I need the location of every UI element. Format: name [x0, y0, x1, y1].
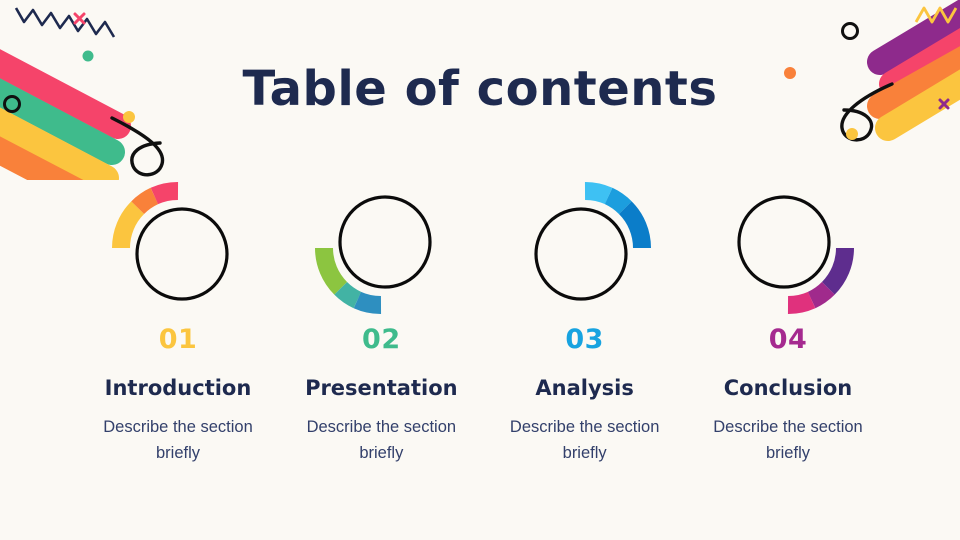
arc-seg-2: [807, 281, 835, 309]
toc-description-04: Describe the section briefly: [713, 418, 863, 463]
toc-item-04[interactable]: 04 Conclusion Describe the section brief…: [688, 178, 888, 467]
toc-description-02: Describe the section briefly: [306, 418, 457, 463]
arc-seg-3: [150, 182, 179, 205]
arc-seg-3: [787, 291, 816, 314]
arc-seg-2: [334, 281, 362, 309]
bar-orange: [0, 136, 84, 180]
arc-segments-04: [787, 247, 854, 314]
arc-seg-2: [604, 187, 632, 215]
arc-seg-1: [112, 201, 145, 249]
arc-seg-3: [618, 201, 651, 249]
zigzag-line: [14, 7, 116, 38]
toc-number-02: 02: [362, 324, 401, 355]
dot-yellow: [846, 128, 858, 140]
bar-purple: [867, 0, 960, 75]
toc-number-03: 03: [565, 324, 604, 355]
toc-number-04: 04: [768, 324, 808, 355]
toc-description-03: Describe the section briefly: [509, 418, 660, 463]
arc-seg-1: [315, 247, 348, 295]
ring-outline-04: [737, 195, 831, 289]
ring-outline: [841, 22, 859, 40]
progress-ring-02: [311, 178, 451, 318]
toc-item-02[interactable]: 02 Presentation Describe the section bri…: [281, 178, 481, 467]
ring-outline-01: [135, 207, 229, 301]
toc-item-01[interactable]: 01 Introduction Describe the section bri…: [78, 178, 278, 467]
toc-item-03[interactable]: 03 Analysis Describe the section briefly: [485, 178, 685, 467]
toc-heading-01: Introduction: [104, 376, 252, 400]
progress-ring-02-svg: [315, 195, 432, 314]
progress-ring-03-svg: [534, 182, 651, 301]
toc-heading-03: Analysis: [535, 376, 634, 400]
hook-shape-icon: [110, 116, 165, 177]
toc-heading-02: Presentation: [305, 376, 458, 400]
arc-seg-3: [354, 291, 382, 314]
page-title: Table of contents: [242, 61, 718, 117]
progress-ring-01-svg: [112, 182, 229, 301]
ring-outline-03: [534, 207, 628, 301]
progress-ring-01: [108, 178, 248, 318]
arc-segments-02: [315, 247, 382, 314]
arc-seg-2: [131, 187, 159, 215]
toc-description-01: Describe the section briefly: [103, 418, 253, 463]
cross-mark-icon: [73, 12, 86, 25]
arc-seg-1: [821, 247, 854, 295]
contents-columns: 01 Introduction Describe the section bri…: [78, 178, 888, 467]
toc-heading-04: Conclusion: [723, 376, 853, 400]
toc-number-01: 01: [158, 324, 198, 355]
ring-outline-02: [338, 195, 432, 289]
progress-ring-04-svg: [737, 195, 854, 314]
arc-segments-03: [584, 182, 651, 249]
dot-teal: [82, 50, 94, 62]
progress-ring-03: [515, 178, 655, 318]
arc-seg-1: [584, 182, 612, 205]
arc-segments-01: [112, 182, 179, 249]
progress-ring-04: [718, 178, 858, 318]
zigzag-line: [914, 6, 958, 24]
